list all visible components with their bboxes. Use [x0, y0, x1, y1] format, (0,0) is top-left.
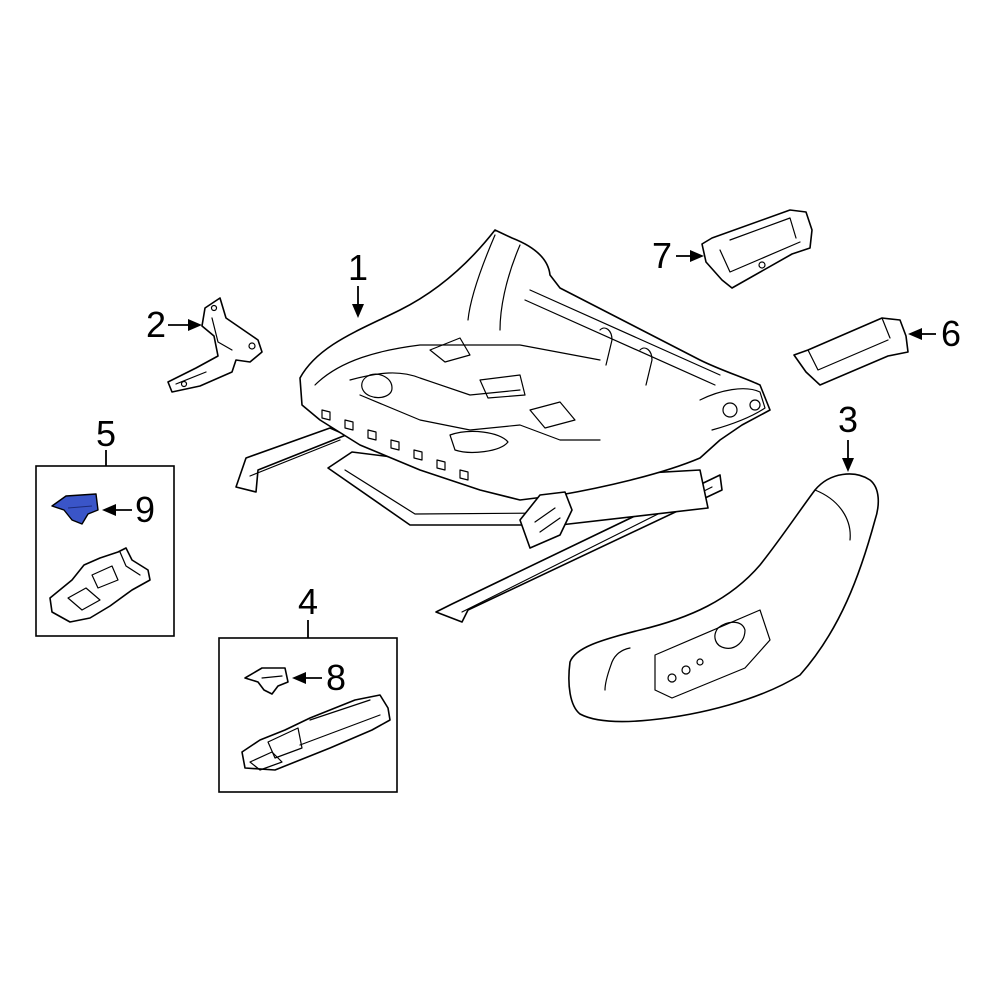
- side-shield-part-3[interactable]: [568, 473, 880, 723]
- callout-5: 5: [96, 413, 116, 454]
- track-cover-part-5[interactable]: [49, 547, 151, 623]
- callout-4: 4: [298, 581, 318, 622]
- clip-part-9-highlighted[interactable]: [51, 493, 99, 525]
- callout-2: 2: [146, 304, 166, 345]
- leader-8: [292, 672, 322, 684]
- callout-6: 6: [941, 313, 961, 354]
- clip-part-8[interactable]: [244, 667, 289, 695]
- track-cover-part-4[interactable]: [241, 694, 391, 771]
- callout-7: 7: [652, 235, 672, 276]
- trim-cover-part-6[interactable]: [793, 317, 909, 386]
- callout-1: 1: [348, 247, 368, 288]
- trim-cover-part-7[interactable]: [701, 209, 813, 289]
- leader-3: [842, 440, 854, 472]
- seat-frame-part-1[interactable]: [235, 229, 771, 623]
- kit-box-part-5: [35, 465, 175, 637]
- leader-2: [168, 319, 202, 331]
- callout-3: 3: [838, 399, 858, 440]
- callout-9: 9: [135, 489, 155, 530]
- bracket-part-2[interactable]: [167, 297, 263, 393]
- callout-8: 8: [326, 657, 346, 698]
- leader-9: [102, 504, 132, 516]
- leader-6: [908, 328, 936, 340]
- leader-7: [676, 250, 704, 262]
- leader-1: [352, 286, 364, 318]
